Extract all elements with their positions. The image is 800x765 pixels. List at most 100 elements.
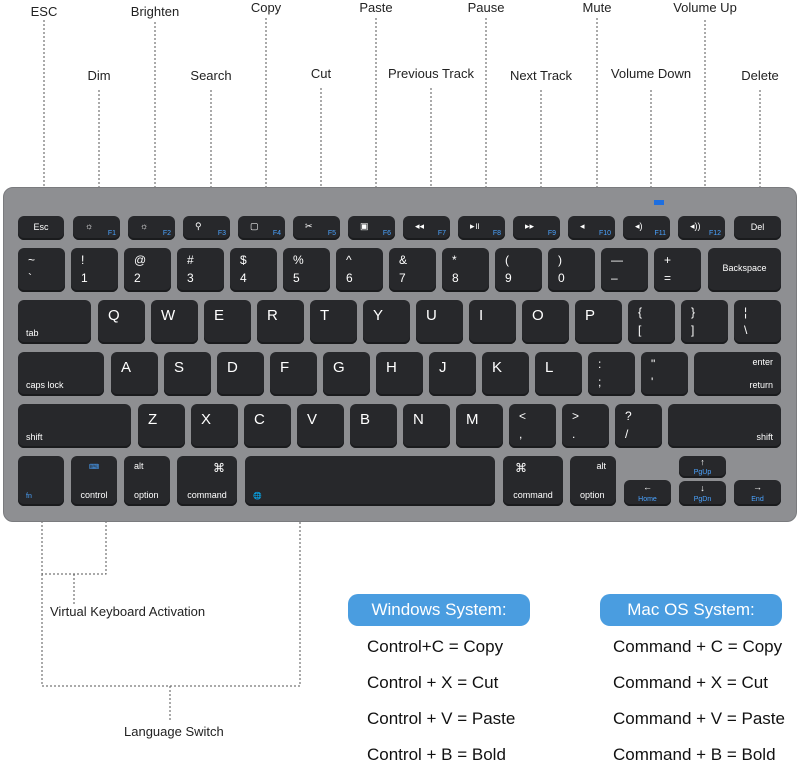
key-h[interactable]: H <box>376 352 423 396</box>
key-d[interactable]: D <box>217 352 264 396</box>
number-row-key-4[interactable]: $4 <box>230 248 277 292</box>
delete-key[interactable]: Del <box>734 216 781 240</box>
key-c[interactable]: C <box>244 404 291 448</box>
arrow-up-pgup-key[interactable]: ↑PgUp <box>679 456 726 478</box>
number-row-key-6[interactable]: ^6 <box>336 248 383 292</box>
number-row-key-12[interactable]: += <box>654 248 701 292</box>
key-b[interactable]: B <box>350 404 397 448</box>
esc-key[interactable]: Esc <box>18 216 64 240</box>
punct-key-2[interactable]: ?/ <box>615 404 662 448</box>
dim-f1-key[interactable]: ☼F1 <box>73 216 120 240</box>
punct-bottom-2: / <box>625 427 629 441</box>
number-row-key-8[interactable]: *8 <box>442 248 489 292</box>
bracket-key-2[interactable]: ¦\ <box>734 300 781 344</box>
key-t-label: T <box>320 307 330 324</box>
key-z[interactable]: Z <box>138 404 185 448</box>
key-m[interactable]: M <box>456 404 503 448</box>
arrow-down-pgdn-key[interactable]: ↓PgDn <box>679 481 726 506</box>
control-key[interactable]: ⌨control <box>71 456 117 506</box>
caps-lock-key[interactable]: caps lock <box>18 352 104 396</box>
pause-f8-key[interactable]: ▸॥F8 <box>458 216 505 240</box>
punct-key-1[interactable]: >. <box>562 404 609 448</box>
number-row-key-1[interactable]: !1 <box>71 248 118 292</box>
key-d-label: D <box>227 359 238 376</box>
left-command-key[interactable]: ⌘command <box>177 456 237 506</box>
key-x[interactable]: X <box>191 404 238 448</box>
bracket-key-0[interactable]: {[ <box>628 300 675 344</box>
semicolon-quote-key-1[interactable]: "' <box>641 352 688 396</box>
mac-title-pill: Mac OS System: <box>600 594 782 626</box>
backspace-key[interactable]: Backspace <box>708 248 781 292</box>
key-r-label: R <box>267 307 278 324</box>
key-u[interactable]: U <box>416 300 463 344</box>
fn-label: fn <box>26 493 32 500</box>
arrow-left-icon: ← <box>643 482 652 492</box>
fn-key[interactable]: fn <box>18 456 64 506</box>
arrow-left-home-key[interactable]: ←Home <box>624 480 671 506</box>
right-command-key[interactable]: ⌘command <box>503 456 563 506</box>
key-y[interactable]: Y <box>363 300 410 344</box>
paste-f6-key[interactable]: ▣F6 <box>348 216 395 240</box>
punct-key-0[interactable]: <, <box>509 404 556 448</box>
right-shift-key[interactable]: shift <box>668 404 781 448</box>
search-icon: ⚲ <box>195 221 202 231</box>
key-l[interactable]: L <box>535 352 582 396</box>
number-row-key-3[interactable]: #3 <box>177 248 224 292</box>
volume-down-f11-key[interactable]: ◂)F11 <box>623 216 670 240</box>
bracket-key-1[interactable]: }] <box>681 300 728 344</box>
semicolon-quote-key-0[interactable]: :; <box>588 352 635 396</box>
copy-f4-label: F4 <box>272 230 281 237</box>
number-row-key-5[interactable]: %5 <box>283 248 330 292</box>
key-u-label: U <box>426 307 437 324</box>
space-bar[interactable]: 🌐 <box>245 456 495 506</box>
search-f3-key[interactable]: ⚲F3 <box>183 216 230 240</box>
key-h-label: H <box>386 359 397 376</box>
number-row-top-10: ) <box>558 253 562 267</box>
key-a[interactable]: A <box>111 352 158 396</box>
key-e[interactable]: E <box>204 300 251 344</box>
key-f[interactable]: F <box>270 352 317 396</box>
key-y-label: Y <box>373 307 384 324</box>
tab-label: tab <box>26 328 39 338</box>
brighten-f2-key[interactable]: ☼F2 <box>128 216 175 240</box>
key-j[interactable]: J <box>429 352 476 396</box>
mute-f10-key[interactable]: ◂F10 <box>568 216 615 240</box>
key-q[interactable]: Q <box>98 300 145 344</box>
number-row-top-3: # <box>187 253 194 267</box>
previous-track-f7-key[interactable]: ◂◂F7 <box>403 216 450 240</box>
cut-f5-key[interactable]: ✂F5 <box>293 216 340 240</box>
volume-up-f12-key[interactable]: ◂))F12 <box>678 216 725 240</box>
number-row-key-7[interactable]: &7 <box>389 248 436 292</box>
key-n[interactable]: N <box>403 404 450 448</box>
number-row-key-9[interactable]: (9 <box>495 248 542 292</box>
key-v[interactable]: V <box>297 404 344 448</box>
key-n-label: N <box>413 411 424 428</box>
windows-shortcut-bold: Control + B = Bold <box>367 745 506 764</box>
key-i[interactable]: I <box>469 300 516 344</box>
key-r[interactable]: R <box>257 300 304 344</box>
key-w[interactable]: W <box>151 300 198 344</box>
key-o[interactable]: O <box>522 300 569 344</box>
number-row-bottom-5: 5 <box>293 271 300 285</box>
tab-key[interactable]: tab <box>18 300 91 344</box>
key-g[interactable]: G <box>323 352 370 396</box>
key-e-label: E <box>214 307 225 324</box>
mac-shortcut-paste: Command + V = Paste <box>613 709 785 728</box>
copy-f4-key[interactable]: ▢F4 <box>238 216 285 240</box>
key-t[interactable]: T <box>310 300 357 344</box>
arrow-right-end-key[interactable]: →End <box>734 480 781 506</box>
key-p[interactable]: P <box>575 300 622 344</box>
key-s[interactable]: S <box>164 352 211 396</box>
number-row-key-11[interactable]: —– <box>601 248 648 292</box>
number-row-key-10[interactable]: )0 <box>548 248 595 292</box>
next-track-f9-key[interactable]: ▸▸F9 <box>513 216 560 240</box>
callout-mute: Mute <box>582 0 612 15</box>
windows-title-pill: Windows System: <box>348 594 530 626</box>
number-row-key-0[interactable]: ~` <box>18 248 65 292</box>
number-row-key-2[interactable]: @2 <box>124 248 171 292</box>
left-shift-key[interactable]: shift <box>18 404 131 448</box>
key-k[interactable]: K <box>482 352 529 396</box>
